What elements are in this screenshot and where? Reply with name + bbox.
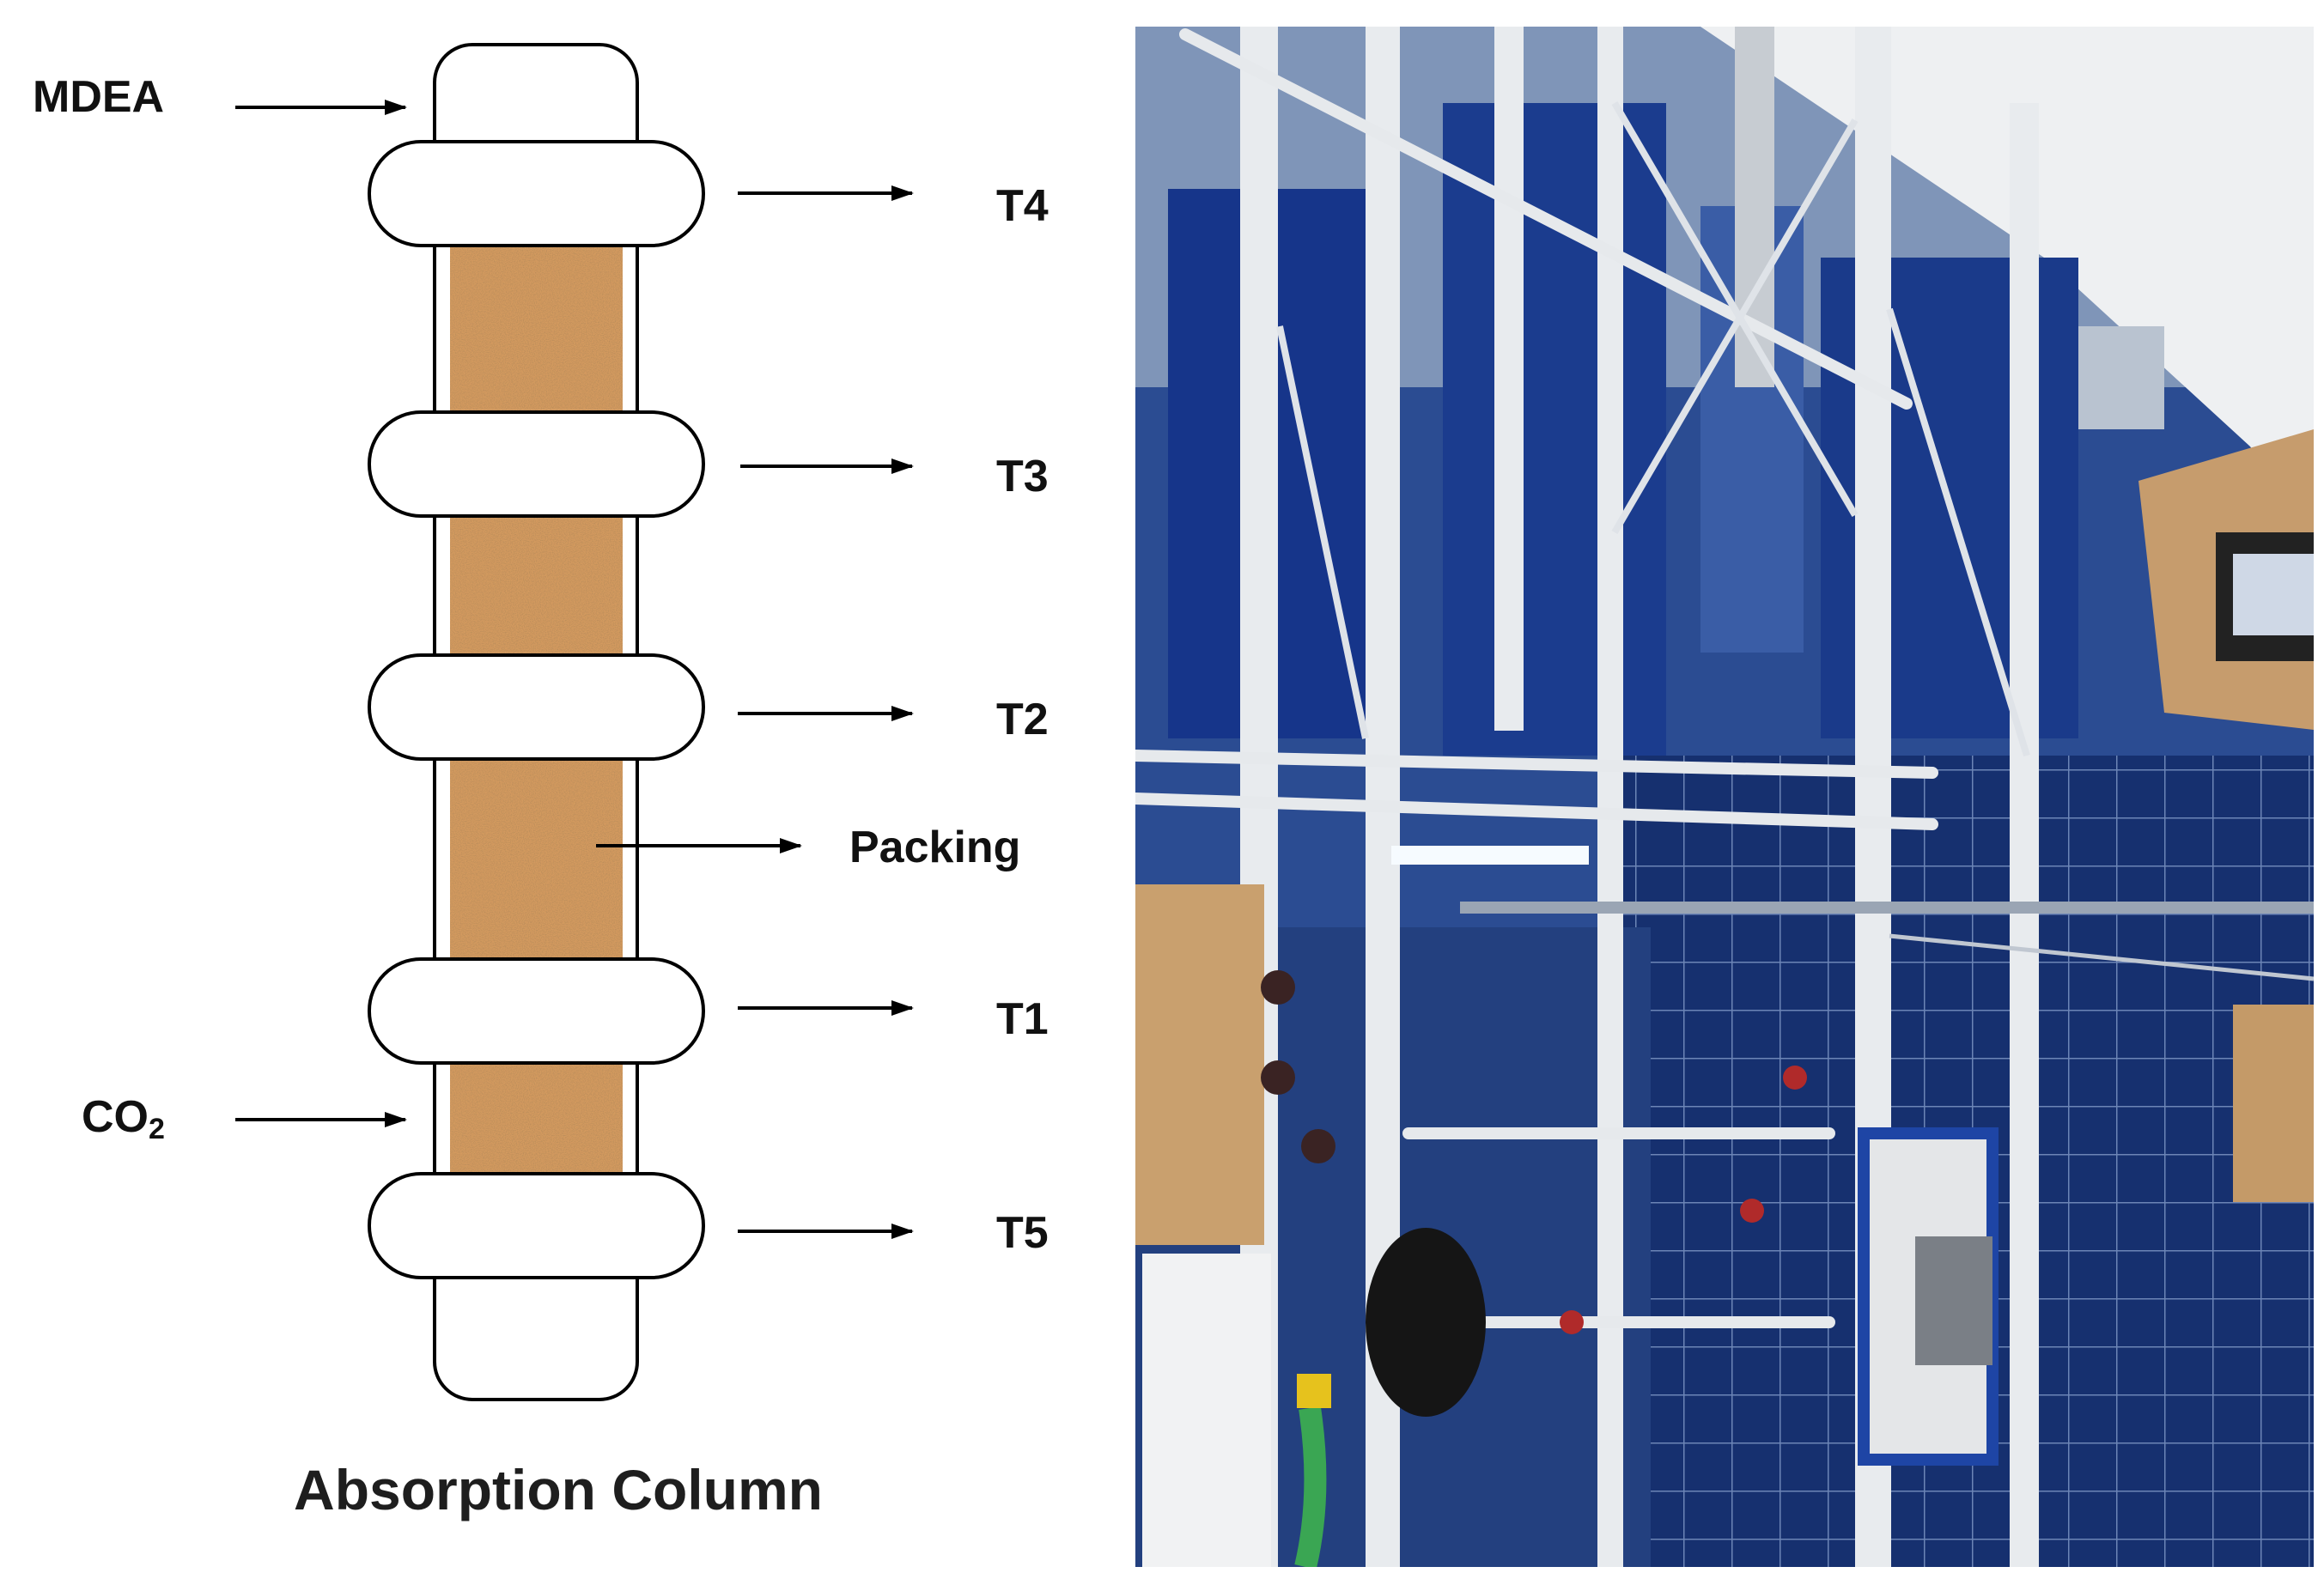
photo-brace-3: [1886, 307, 2030, 757]
label-t2: T2: [996, 695, 1049, 744]
photo-brace-2: [1611, 118, 1859, 535]
photo-hose-connector: [1297, 1374, 1331, 1408]
photo-beam-lower: [1135, 792, 1938, 830]
photo-pipe-vertical-3: [1494, 27, 1524, 731]
photo-valve-1: [1261, 970, 1295, 1005]
absorption-column-diagram: MDEA CO2 T4 T3 T2 Packing T1 T5 Absorpti…: [33, 43, 1049, 1521]
photo-cable: [1889, 933, 2314, 981]
label-co2: CO2: [82, 1092, 165, 1145]
photo-red-valve-1: [1783, 1066, 1807, 1090]
label-t3: T3: [996, 452, 1049, 501]
photo-side-box: [2233, 1005, 2314, 1202]
packing-section-1: [450, 1061, 623, 1175]
label-t4: T4: [996, 181, 1049, 231]
photo-pipe-vertical-4: [1597, 27, 1623, 1567]
photo-pipe-vertical-6: [2010, 103, 2039, 1567]
photo-valve-2: [1261, 1060, 1295, 1095]
thermocouple-ring-t3: [368, 410, 705, 518]
packing-section-3: [450, 515, 623, 657]
photo-monitor-screen: [2233, 554, 2314, 635]
photo-black-funnel: [1366, 1228, 1486, 1417]
photo-wood-board: [1135, 884, 1264, 1245]
label-t5: T5: [996, 1208, 1049, 1258]
photo-fluorescent-light: [1391, 846, 1589, 865]
photo-brace-1: [1611, 100, 1859, 518]
label-t1: T1: [996, 994, 1049, 1044]
thermocouple-ring-t5: [368, 1172, 705, 1279]
thermocouple-ring-t4: [368, 140, 705, 247]
photo-red-valve-2: [1740, 1199, 1764, 1223]
photo-cable-tray: [1460, 902, 2314, 914]
packing-section-2: [450, 758, 623, 961]
photo-ceiling-light: [1700, 27, 2314, 532]
photo-beam-main: [1135, 750, 1938, 779]
packing-section-4: [450, 244, 623, 414]
label-co2-main: CO: [82, 1092, 149, 1142]
equipment-photo: [1135, 27, 2314, 1567]
photo-brace-4: [1276, 325, 1369, 739]
photo-beam-diagonal: [1179, 28, 1913, 410]
photo-green-hose: [1294, 1406, 1327, 1567]
photo-valve-3: [1301, 1129, 1335, 1163]
label-co2-subscript: 2: [149, 1113, 165, 1145]
thermocouple-ring-t2: [368, 653, 705, 761]
thermocouple-ring-t1: [368, 957, 705, 1065]
photo-flowmeter-box: [1142, 1254, 1271, 1567]
photo-blue-panel-center: [1443, 103, 1666, 756]
label-mdea: MDEA: [33, 72, 164, 122]
diagram-title: Absorption Column: [294, 1458, 823, 1521]
photo-red-valve-3: [1560, 1310, 1584, 1334]
label-packing: Packing: [849, 823, 1020, 872]
photo-panel-bracket: [1915, 1236, 1992, 1365]
